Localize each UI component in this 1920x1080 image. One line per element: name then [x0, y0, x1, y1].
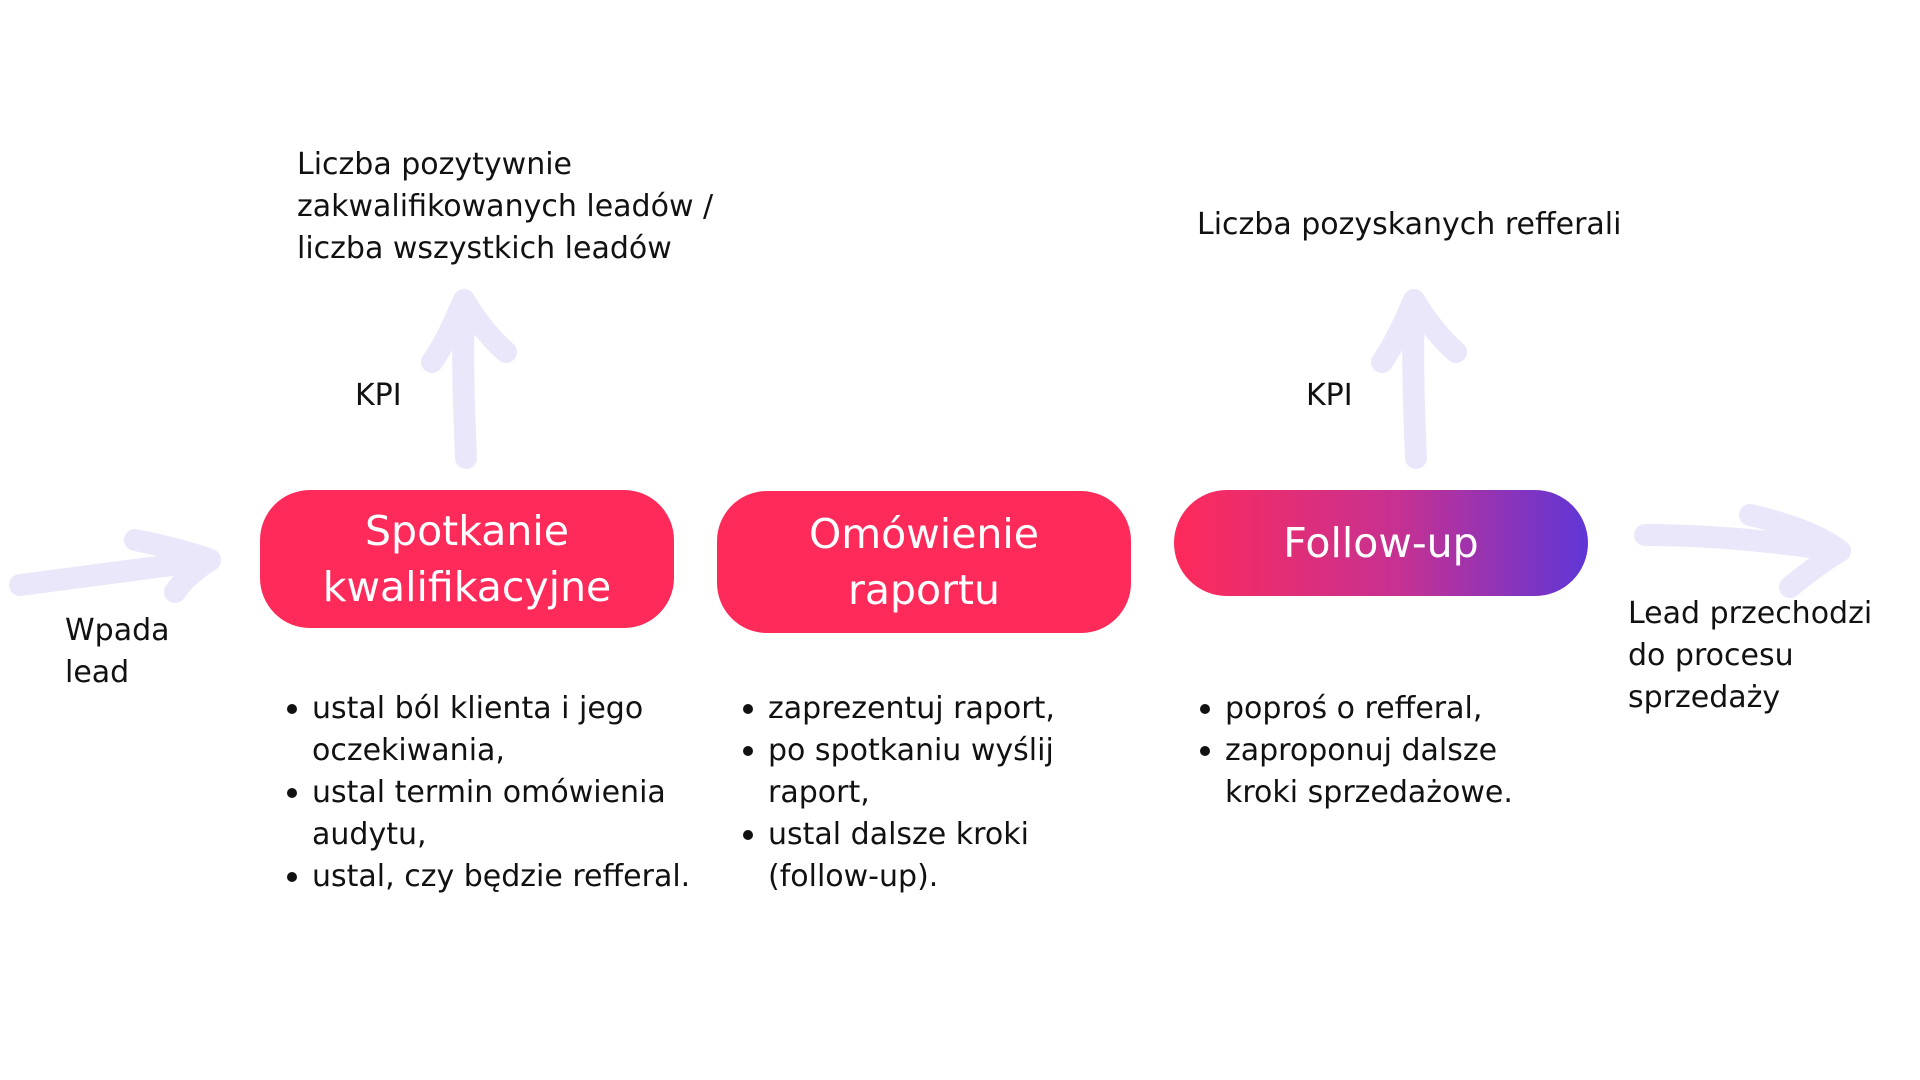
list-item: poproś o refferal, [1200, 688, 1565, 730]
stage-qualification-meeting: Spotkanie kwalifikacyjne [260, 490, 674, 628]
kpi-1-arrow-icon [421, 289, 517, 469]
input-arrow-icon [9, 529, 221, 603]
list-item: zaprezentuj raport, [743, 688, 1108, 730]
list-item: ustal, czy będzie refferal. [287, 856, 702, 898]
kpi-2-label: KPI [1306, 378, 1353, 413]
list-item: po spotkaniu wyślij raport, [743, 730, 1108, 814]
kpi-1-text: Liczba pozytywnie zakwalifikowanych lead… [297, 147, 714, 266]
kpi-2-arrow-icon [1371, 289, 1467, 469]
stage-report-review: Omówienie raportu [717, 491, 1131, 633]
kpi-2-text: Liczba pozyskanych refferali [1197, 207, 1622, 242]
stage-3-bullet-list: poproś o refferal, zaproponuj dalsze kro… [1195, 688, 1565, 814]
list-item: ustal ból klienta i jego oczekiwania, [287, 688, 702, 772]
list-item: ustal termin omówienia audytu, [287, 772, 702, 856]
stage-follow-up: Follow-up [1174, 490, 1588, 596]
kpi-1-label: KPI [355, 378, 402, 413]
list-item: zaproponuj dalsze kroki sprzedażowe. [1200, 730, 1565, 814]
stage-1-bullet-list: ustal ból klienta i jego oczekiwania, us… [282, 688, 702, 898]
output-arrow-icon [1634, 504, 1851, 598]
stage-2-bullet-list: zaprezentuj raport, po spotkaniu wyślij … [738, 688, 1108, 898]
output-label: Lead przechodzi do procesu sprzedaży [1628, 596, 1873, 715]
list-item: ustal dalsze kroki (follow-up). [743, 814, 1108, 898]
input-label: Wpada lead [65, 613, 170, 690]
